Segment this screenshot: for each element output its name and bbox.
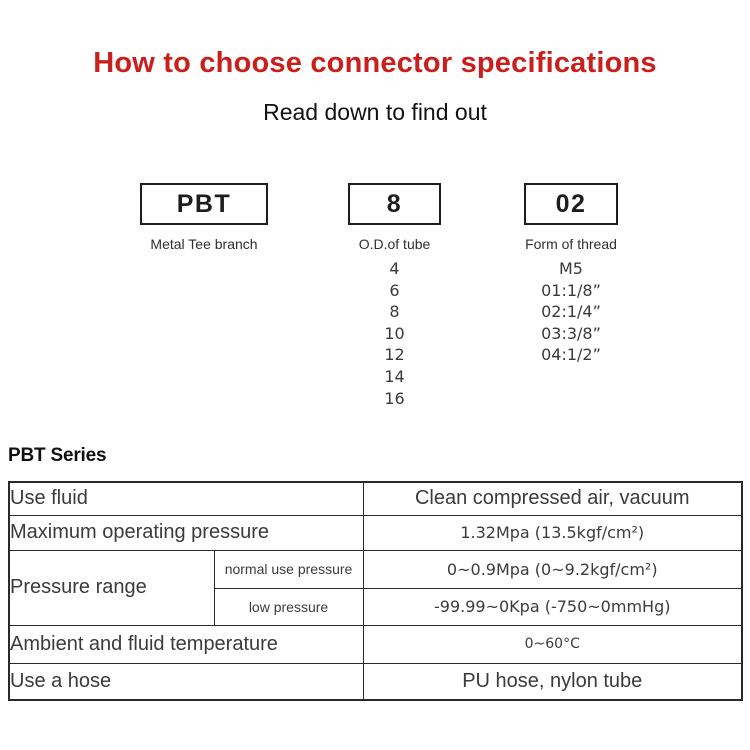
option-item: M5 <box>559 259 583 278</box>
row-label: Use a hose <box>8 662 364 701</box>
code-label-tube-od: O.D.of tube <box>358 236 431 252</box>
option-item: 12 <box>384 345 405 365</box>
page-title: How to choose connector specifications <box>93 47 657 79</box>
code-box-thread: 02 <box>524 183 618 225</box>
row-label: Pressure range <box>8 549 215 626</box>
code-box-series: PBT <box>140 183 268 225</box>
table-row-hose: Use a hose PU hose, nylon tube <box>8 662 743 701</box>
row-value: Clean compressed air, vacuum <box>362 481 743 516</box>
option-item: 4 <box>389 259 400 278</box>
code-label-thread: Form of thread <box>525 236 617 252</box>
row-sublabel: low pressure <box>213 587 364 626</box>
page-subtitle: Read down to find out <box>263 99 487 125</box>
row-label: Use fluid <box>8 481 364 516</box>
row-sublabel: normal use pressure <box>213 549 364 589</box>
option-list-tube-od: 4 6 8 10 12 14 16 <box>384 258 404 409</box>
option-list-thread: M5 01:1/8” 02:1/4” 03:3/8” 04:1/2” <box>541 258 601 366</box>
table-row-pressure-range-low: low pressure -99.99~0Kpa (-750~0mmHg) <box>9 587 743 626</box>
table-row-pressure-range-normal: Pressure range normal use pressure 0~0.9… <box>8 549 743 626</box>
option-item: 01:1/8” <box>541 280 601 300</box>
option-item: 8 <box>389 302 400 322</box>
code-box-tube-od: 8 <box>348 183 441 225</box>
row-value: 0~0.9Mpa (0~9.2kgf/cm²) <box>362 549 743 589</box>
series-heading: PBT Series <box>8 445 107 466</box>
row-label: Ambient and fluid temperature <box>8 624 364 664</box>
option-item: 14 <box>384 366 405 386</box>
option-item: 04:1/2” <box>541 345 601 365</box>
table-row-use-fluid: Use fluid Clean compressed air, vacuum <box>8 481 743 516</box>
code-column-thread: 02 Form of thread M5 01:1/8” 02:1/4” 03:… <box>524 183 618 366</box>
row-label: Maximum operating pressure <box>8 514 364 551</box>
row-value: PU hose, nylon tube <box>362 662 743 701</box>
row-value: -99.99~0Kpa (-750~0mmHg) <box>362 587 743 626</box>
code-column-series: PBT Metal Tee branch <box>140 183 268 252</box>
row-value: 1.32Mpa (13.5kgf/cm²) <box>362 514 743 551</box>
row-value: 0~60°C <box>362 624 743 664</box>
option-item: 03:3/8” <box>541 323 601 343</box>
code-label-series: Metal Tee branch <box>150 236 258 252</box>
option-item: 02:1/4” <box>541 302 601 322</box>
option-item: 6 <box>389 280 400 300</box>
code-column-tube-od: 8 O.D.of tube 4 6 8 10 12 14 16 <box>348 183 441 409</box>
table-row-temperature: Ambient and fluid temperature 0~60°C <box>8 624 743 664</box>
spec-table: Use fluid Clean compressed air, vacuum M… <box>8 481 743 701</box>
option-item: 16 <box>384 388 405 408</box>
table-row-max-pressure: Maximum operating pressure 1.32Mpa (13.5… <box>8 514 743 551</box>
option-item: 10 <box>384 323 405 343</box>
